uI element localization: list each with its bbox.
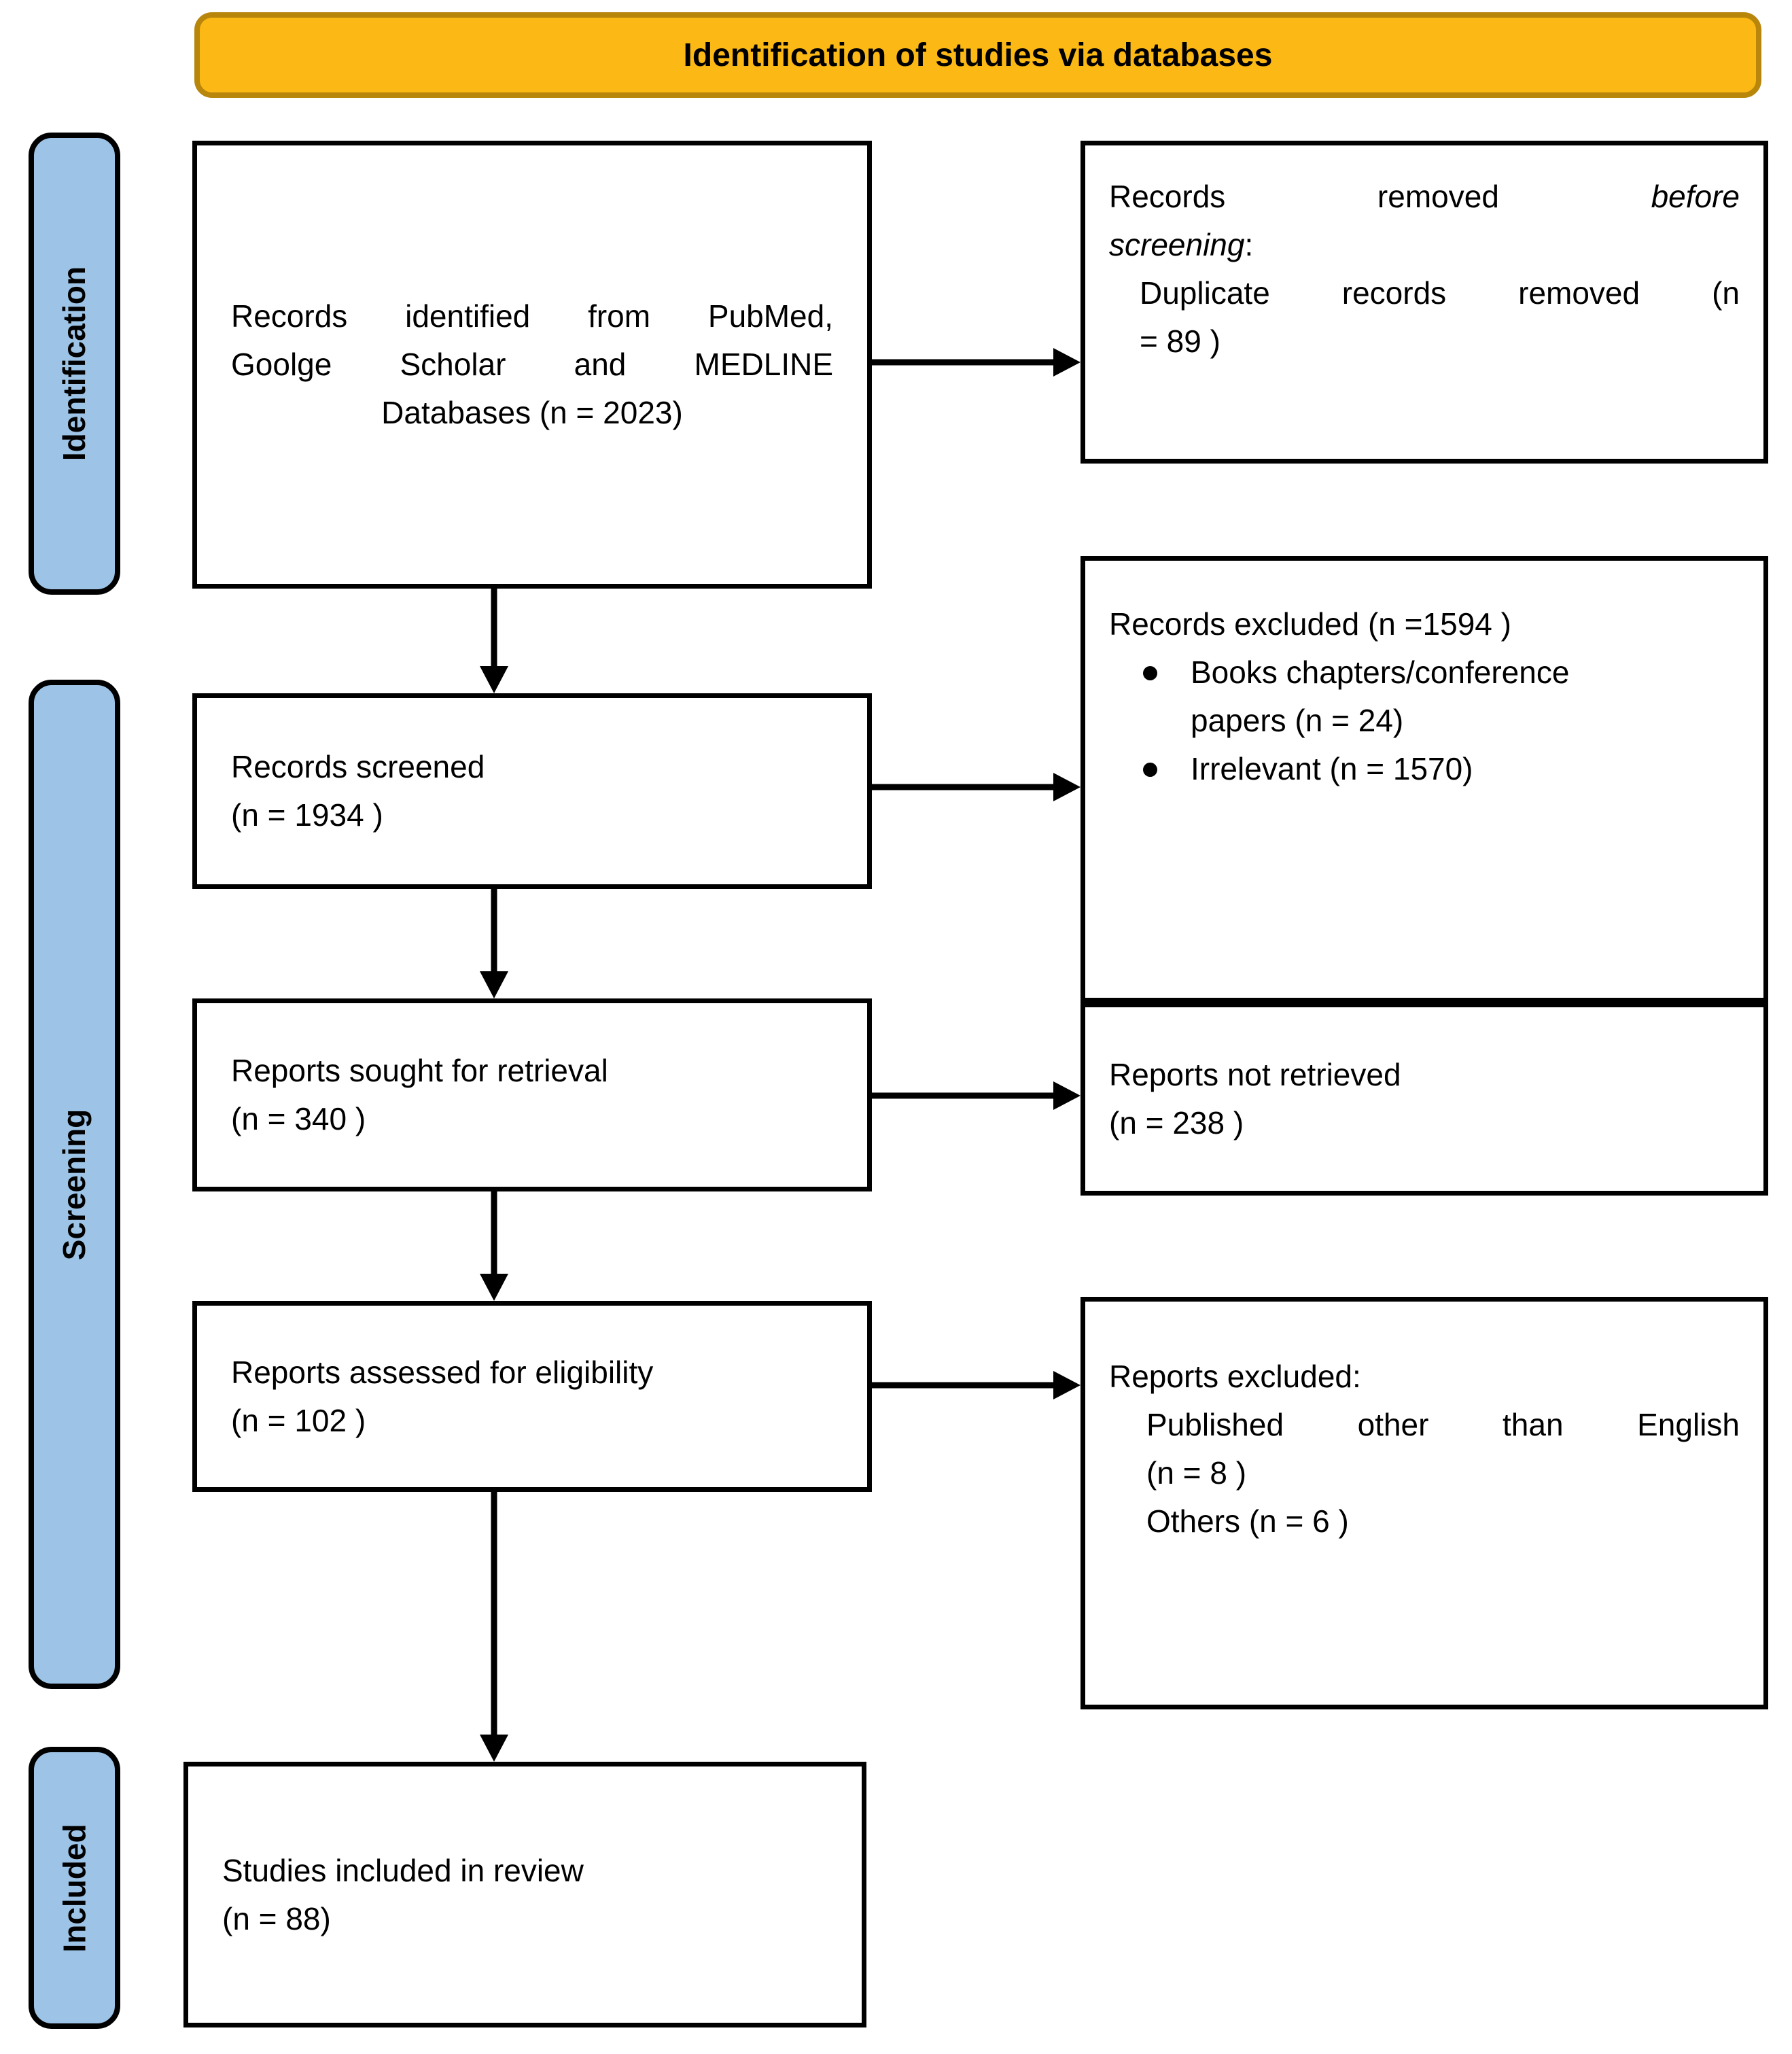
stage-label-screening: Screening — [29, 680, 120, 1689]
arrow-sought-to-assessed — [480, 1191, 508, 1301]
box-records-screened: Records screened (n = 1934 ) — [192, 693, 872, 889]
box-reports-sought: Reports sought for retrieval (n = 340 ) — [192, 998, 872, 1191]
reports-not-retrieved-count: (n = 238 ) — [1109, 1105, 1244, 1141]
reports-excluded-line2: (n = 8 ) — [1146, 1455, 1247, 1491]
arrow-sought-to-not-retrieved — [872, 1081, 1081, 1110]
stage-label-identification: Identification — [29, 133, 120, 595]
reports-assessed-line1: Reports assessed for eligibility — [231, 1354, 654, 1390]
records-removed-line1-pre: Records removed — [1109, 179, 1499, 214]
arrow-identified-to-screened — [480, 589, 508, 693]
box-records-identified: Records identified from PubMed, Goolge S… — [192, 141, 872, 589]
reports-excluded-line3: Others (n = 6 ) — [1146, 1503, 1349, 1539]
reports-sought-count: (n = 340 ) — [231, 1101, 366, 1136]
records-screened-count: (n = 1934 ) — [231, 797, 383, 833]
records-excluded-title: Records excluded (n =1594 ) — [1109, 606, 1511, 642]
records-identified-line2: Goolge Scholar and MEDLINE — [231, 347, 833, 382]
box-reports-assessed: Reports assessed for eligibility (n = 10… — [192, 1301, 872, 1492]
records-excluded-bullet-irrelevant: Irrelevant (n = 1570) — [1143, 745, 1571, 793]
arrow-screened-to-sought — [480, 889, 508, 998]
stage-label-included: Included — [29, 1747, 120, 2029]
box-reports-not-retrieved: Reports not retrieved (n = 238 ) — [1081, 1003, 1768, 1196]
studies-included-count: (n = 88) — [222, 1900, 331, 1936]
stage-label-screening-text: Screening — [56, 1109, 92, 1260]
box-reports-excluded: Reports excluded: Published other than E… — [1081, 1297, 1768, 1709]
arrow-screened-to-excluded — [872, 773, 1081, 801]
records-excluded-bullet-list: Books chapters/conference papers (n = 24… — [1109, 648, 1740, 793]
duplicates-removed-line1: Duplicate records removed (n — [1140, 275, 1740, 311]
arrow-assessed-to-included — [480, 1492, 508, 1762]
box-studies-included: Studies included in review (n = 88) — [183, 1762, 866, 2027]
diagram-title: Identification of studies via databases — [683, 37, 1273, 73]
reports-excluded-line1: Published other than English — [1146, 1407, 1740, 1442]
reports-not-retrieved-line1: Reports not retrieved — [1109, 1057, 1401, 1092]
studies-included-line1: Studies included in review — [222, 1852, 584, 1888]
reports-assessed-count: (n = 102 ) — [231, 1402, 366, 1438]
duplicates-removed-line2: = 89 ) — [1140, 324, 1220, 359]
stage-label-identification-text: Identification — [56, 266, 92, 462]
records-excluded-bullet-books: Books chapters/conference papers (n = 24… — [1143, 648, 1571, 745]
records-removed-line2: screening: — [1109, 221, 1740, 269]
box-records-removed: Records removed before screening: Duplic… — [1081, 141, 1768, 464]
reports-sought-line1: Reports sought for retrieval — [231, 1053, 608, 1088]
records-identified-line1: Records identified from PubMed, — [231, 298, 833, 334]
arrow-identified-to-removed — [872, 348, 1081, 377]
records-removed-line1: Records removed before — [1109, 173, 1740, 221]
box-records-excluded: Records excluded (n =1594 ) Books chapte… — [1081, 556, 1768, 1003]
records-removed-line2-italic: screening — [1109, 227, 1245, 262]
reports-excluded-title: Reports excluded: — [1109, 1359, 1361, 1394]
records-identified-line3: Databases (n = 2023) — [381, 395, 683, 430]
arrow-assessed-to-reports-excluded — [872, 1371, 1081, 1399]
title-banner: Identification of studies via databases — [194, 12, 1761, 98]
records-removed-line1-italic: before — [1651, 179, 1740, 214]
stage-label-included-text: Included — [56, 1823, 92, 1953]
records-removed-line2-colon: : — [1244, 227, 1254, 262]
records-screened-line1: Records screened — [231, 749, 485, 784]
